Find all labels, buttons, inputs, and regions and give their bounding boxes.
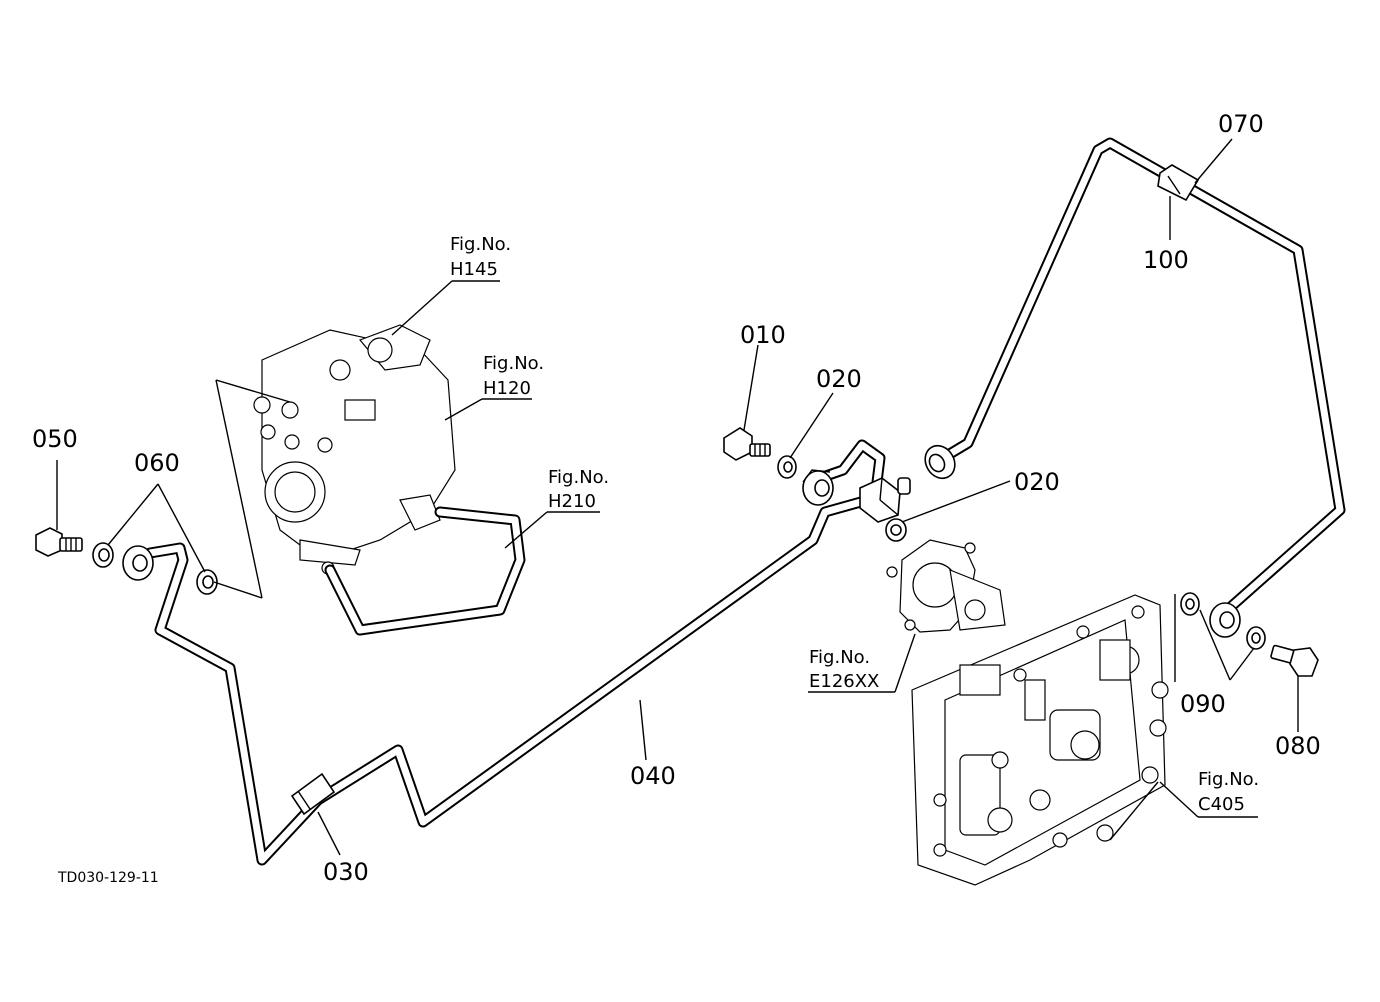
leader-lines xyxy=(56,138,1299,856)
pipe-070 xyxy=(937,137,1346,618)
figref-h145-number[interactable]: H145 xyxy=(450,259,498,280)
bolt-010 xyxy=(723,427,771,461)
figref-h145-prefix: Fig.No. xyxy=(450,234,511,255)
callout-060: 060 xyxy=(134,449,180,477)
figref-h120-prefix: Fig.No. xyxy=(483,353,544,374)
figref-e126-number[interactable]: E126XX xyxy=(809,671,879,692)
washer-060-b xyxy=(196,569,218,595)
eye-fitting-040 xyxy=(122,545,154,581)
washer-060-a xyxy=(92,542,114,568)
pump-group-bracket xyxy=(213,379,291,599)
figref-c405-prefix: Fig.No. xyxy=(1198,769,1259,790)
washer-020-upper xyxy=(777,455,797,479)
callout-030: 030 xyxy=(323,858,369,886)
washer-090-a xyxy=(1180,592,1200,616)
washer-090-b xyxy=(1246,626,1266,650)
callout-020-lower: 020 xyxy=(1014,468,1060,496)
callout-100: 100 xyxy=(1143,246,1189,274)
bolt-050 xyxy=(35,527,83,557)
callout-020-upper: 020 xyxy=(816,365,862,393)
callout-070: 070 xyxy=(1218,110,1264,138)
eye-fitting-070-end xyxy=(1209,602,1241,638)
callout-040: 040 xyxy=(630,762,676,790)
valve-body-c405 xyxy=(911,594,1169,886)
callout-050: 050 xyxy=(32,425,78,453)
valve-e126xx xyxy=(886,539,1006,633)
coupler-100 xyxy=(1157,164,1200,202)
bolt-080 xyxy=(1270,644,1319,677)
figref-h120-number[interactable]: H120 xyxy=(483,378,531,399)
hydraulic-pump xyxy=(253,324,456,575)
figref-c405-number[interactable]: C405 xyxy=(1198,794,1245,815)
tee-fitting xyxy=(859,477,911,523)
figref-h210-prefix: Fig.No. xyxy=(548,467,609,488)
washer-020-lower xyxy=(885,518,907,542)
eye-fitting-tee xyxy=(802,469,834,506)
callout-090: 090 xyxy=(1180,690,1226,718)
pipe-040 xyxy=(144,439,886,866)
figref-h210-number[interactable]: H210 xyxy=(548,491,596,512)
eye-fitting-070 xyxy=(924,444,956,480)
coupler-030 xyxy=(290,772,336,816)
callout-010: 010 xyxy=(740,321,786,349)
pipe-h210-loop xyxy=(324,506,526,636)
callout-080: 080 xyxy=(1275,732,1321,760)
figref-e126-prefix: Fig.No. xyxy=(809,647,870,668)
diagram-code: TD030-129-11 xyxy=(57,870,159,886)
